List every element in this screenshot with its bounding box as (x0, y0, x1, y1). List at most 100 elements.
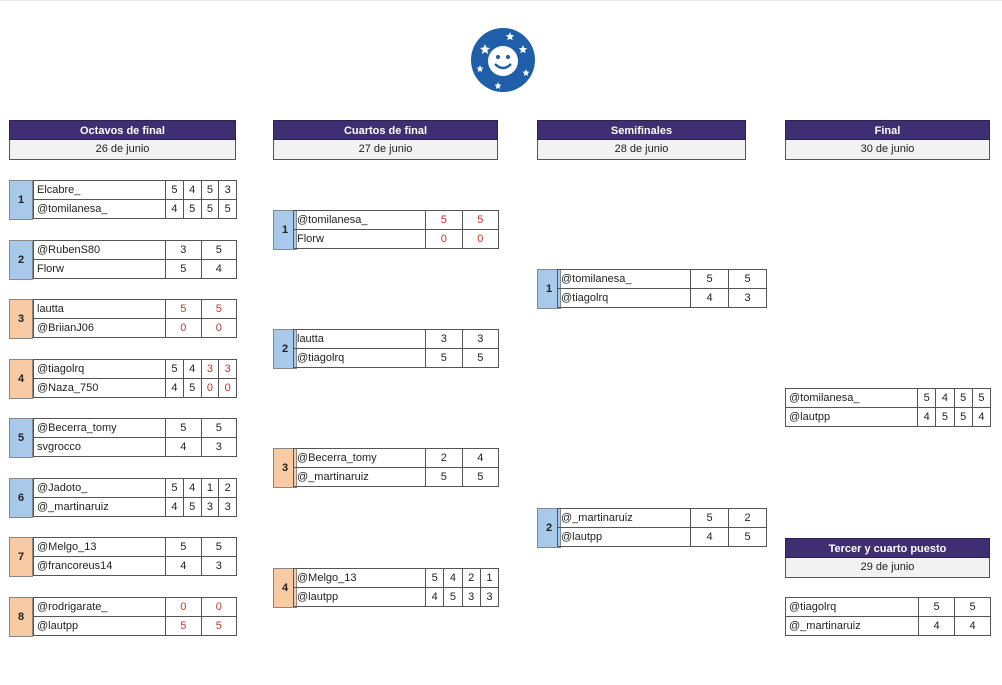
set-score: 3 (200, 556, 237, 576)
player-name: @rodrigarate_ (33, 597, 166, 617)
set-score: 4 (182, 359, 202, 379)
set-score: 5 (200, 180, 220, 200)
round-date: 26 de junio (9, 140, 236, 160)
player-name: @_martinaruiz (33, 497, 166, 517)
player-name: @lautpp (33, 616, 166, 636)
set-score: 4 (918, 616, 955, 636)
set-score: 5 (954, 597, 991, 617)
player-name: @Jadoto_ (33, 478, 166, 498)
set-score: 5 (182, 199, 202, 219)
round-date: 28 de junio (537, 140, 746, 160)
set-score: 0 (165, 318, 202, 338)
seed-number: 3 (9, 299, 33, 339)
player-name: lautta (293, 329, 426, 349)
round-date: 27 de junio (273, 140, 498, 160)
player-name: Elcabre_ (33, 180, 166, 200)
set-score: 5 (200, 537, 237, 557)
set-score: 0 (165, 597, 202, 617)
player-name: @tiagolrq (785, 597, 919, 617)
set-score: 4 (461, 448, 499, 468)
set-score: 5 (935, 407, 955, 427)
set-score: 3 (200, 359, 220, 379)
round-title: Semifinales (537, 120, 746, 140)
set-score: 5 (461, 348, 499, 368)
set-score: 5 (165, 418, 202, 438)
player-name: @francoreus14 (33, 556, 166, 576)
set-score: 4 (182, 478, 202, 498)
set-score: 5 (165, 180, 184, 200)
set-score: 5 (424, 568, 445, 588)
round-title: Final (785, 120, 990, 140)
player-name: @tiagolrq (293, 348, 426, 368)
round-header-octavos: Octavos de final 26 de junio (9, 120, 236, 160)
player-name: lautta (33, 299, 166, 319)
set-score: 0 (218, 378, 237, 398)
set-score: 2 (425, 448, 463, 468)
set-score: 5 (443, 587, 463, 607)
set-score: 3 (479, 587, 500, 607)
set-score: 4 (690, 527, 729, 547)
set-score: 5 (165, 299, 202, 319)
set-score: 5 (916, 388, 937, 408)
player-name: @lautpp (293, 587, 426, 607)
seed-number: 6 (9, 478, 33, 518)
set-score: 5 (165, 478, 184, 498)
set-score: 0 (425, 229, 463, 249)
seed-number: 4 (9, 359, 33, 399)
set-score: 5 (728, 269, 767, 289)
set-score: 5 (165, 259, 202, 279)
set-score: 4 (935, 388, 955, 408)
round-title: Tercer y cuarto puesto (785, 538, 990, 558)
seed-number: 1 (9, 180, 33, 220)
set-score: 3 (200, 437, 237, 457)
set-score: 0 (200, 378, 220, 398)
set-score: 5 (953, 407, 973, 427)
set-score: 5 (200, 299, 237, 319)
seed-number: 7 (9, 537, 33, 577)
player-name: @Naza_750 (33, 378, 166, 398)
set-score: 3 (461, 329, 499, 349)
player-name: @_martinaruiz (785, 616, 919, 636)
set-score: 4 (165, 378, 184, 398)
set-score: 5 (182, 497, 202, 517)
player-name: @_martinaruiz (557, 508, 691, 528)
player-name: @tiagolrq (33, 359, 166, 379)
set-score: 1 (200, 478, 220, 498)
seed-number: 5 (9, 418, 33, 458)
player-name: @Melgo_13 (33, 537, 166, 557)
player-name: @Becerra_tomy (33, 418, 166, 438)
player-name: @lautpp (785, 407, 918, 427)
set-score: 4 (443, 568, 463, 588)
player-name: @RubenS80 (33, 240, 166, 260)
set-score: 4 (165, 199, 184, 219)
player-name: @tomilanesa_ (33, 199, 166, 219)
set-score: 2 (461, 568, 481, 588)
set-score: 5 (200, 616, 237, 636)
player-name: @tiagolrq (557, 288, 691, 308)
